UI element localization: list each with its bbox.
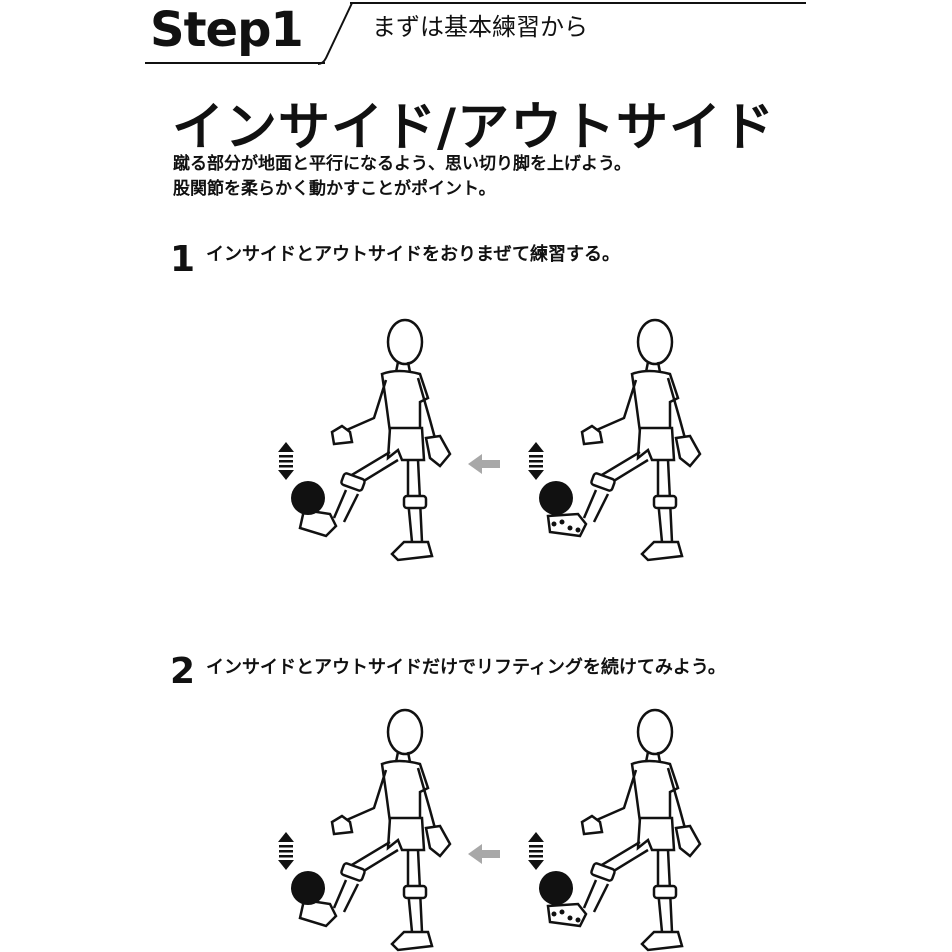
header-bottom-line: [145, 62, 325, 64]
player-figure-right: [539, 318, 702, 562]
step-label: Step1: [150, 2, 304, 58]
illustration-2: [278, 708, 702, 952]
description-line-1: 蹴る部分が地面と平行になるよう、思い切り脚を上げよう。: [173, 154, 631, 174]
up-down-arrow-icon: [278, 442, 294, 480]
page-title: インサイド/アウトサイド: [172, 98, 775, 158]
up-down-arrow-icon: [528, 832, 544, 870]
illustration-1: [278, 318, 702, 562]
description-line-2: 股関節を柔らかく動かすことがポイント。: [173, 179, 496, 199]
item-text-2: インサイドとアウトサイドだけでリフティングを続けてみよう。: [206, 657, 726, 678]
ball: [539, 871, 573, 905]
item-text-1: インサイドとアウトサイドをおりまぜて練習する。: [206, 244, 620, 265]
left-arrow-icon: [468, 454, 500, 474]
ball: [291, 871, 325, 905]
ball: [539, 481, 573, 515]
item-number-2: 2: [170, 651, 196, 692]
item-number-1: 1: [170, 239, 196, 280]
left-arrow-icon: [468, 844, 500, 864]
up-down-arrow-icon: [528, 442, 544, 480]
header-divider: [318, 2, 353, 65]
up-down-arrow-icon: [278, 832, 294, 870]
player-figure-left: [291, 708, 452, 952]
header-top-line: [350, 2, 806, 4]
player-figure-left: [291, 318, 452, 562]
player-figure-right: [539, 708, 702, 952]
step-subtitle: まずは基本練習から: [372, 13, 588, 41]
ball: [291, 481, 325, 515]
